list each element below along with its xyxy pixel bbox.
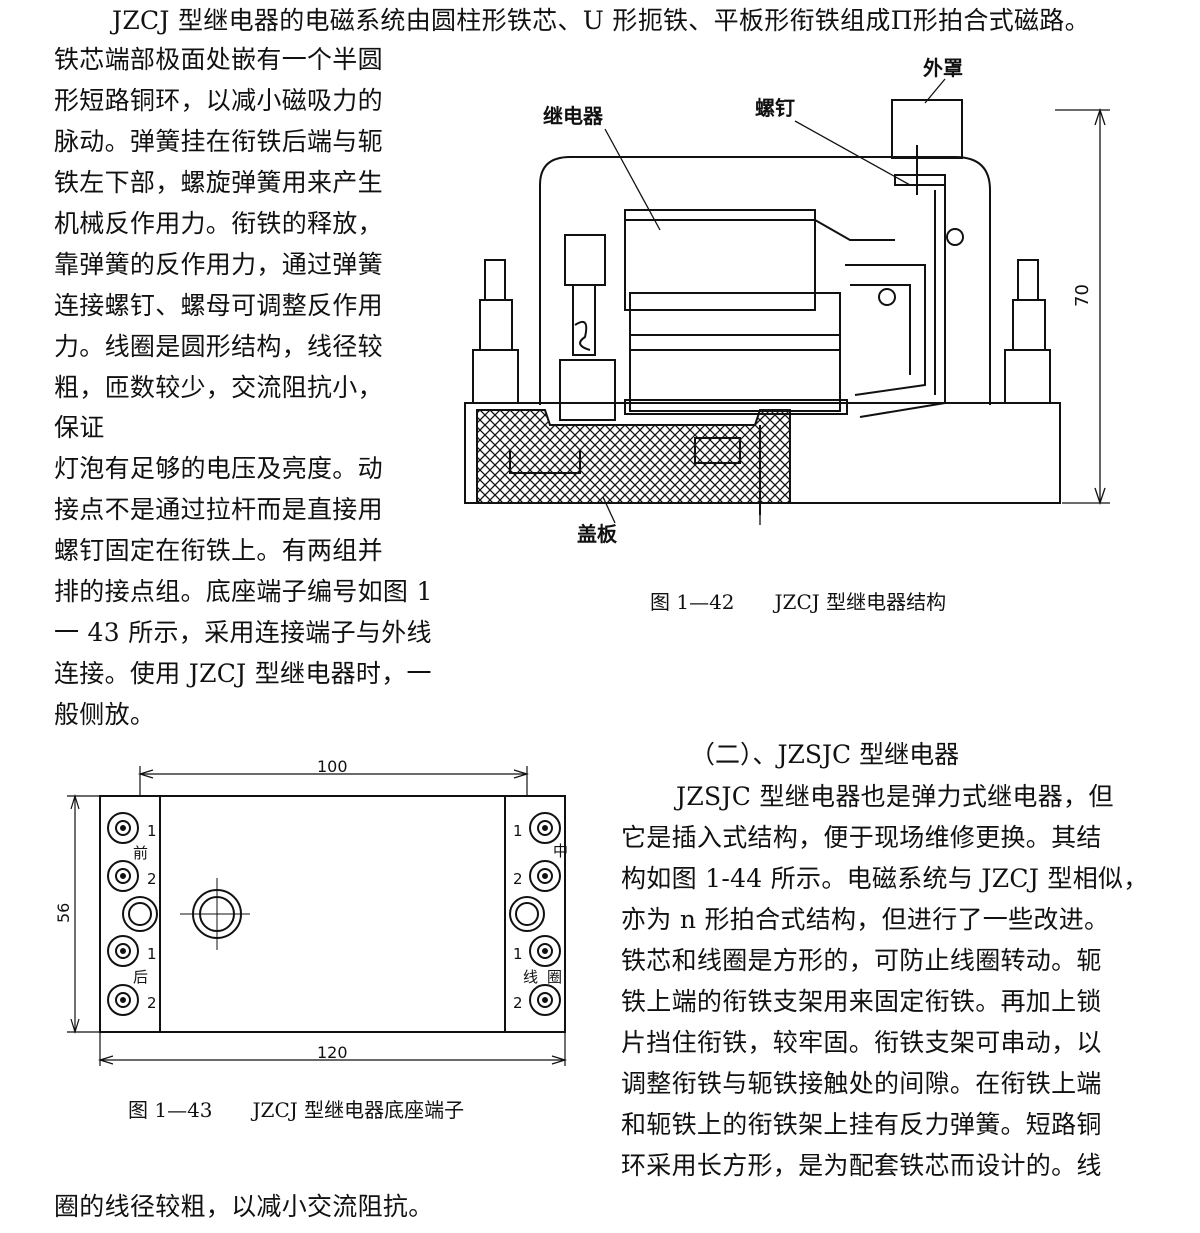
label-middle: 中 [553, 842, 568, 860]
yoke-outline [859, 177, 946, 418]
right-line: 铁芯和线圈是方形的，可防止线圈转动。轭 [621, 946, 1102, 975]
base-insulation-hatch [476, 409, 791, 504]
label-screw: 螺钉 [755, 96, 795, 120]
left-line: 般侧放。 [54, 700, 156, 729]
label-back: 后 [133, 968, 148, 986]
left-line: 灯泡有足够的电压及亮度。动 [54, 454, 383, 483]
label-cover-plate: 盖板 [577, 522, 618, 546]
left-terminal-strip [99, 795, 161, 1033]
terminal-num-left-1a: 1 [147, 822, 157, 840]
right-line: 片挡住衔铁，较牢固。衔铁支架可串动，以 [621, 1028, 1102, 1057]
left-line: 靠弹簧的反作用力，通过弹簧 [54, 250, 383, 279]
right-line: JZSJC 型继电器也是弹力式继电器，但 [676, 782, 1114, 811]
left-line: 铁左下部，螺旋弹簧用来产生 [54, 168, 383, 197]
final-text: 圈的线径较粗，以减小交流阻抗。 [54, 1192, 434, 1221]
terminal-num-left-2a: 2 [147, 870, 157, 888]
outer-cover-outline [539, 156, 991, 405]
terminal-num-left-1b: 1 [147, 945, 157, 963]
left-line: 接点不是通过拉杆而是直接用 [54, 495, 383, 524]
left-line: 连接。使用 JZCJ 型继电器时，一 [54, 659, 432, 688]
label-coil-b: 圈 [547, 968, 562, 986]
terminal-num-right-2b: 2 [513, 994, 523, 1012]
right-terminal-strip [504, 795, 566, 1033]
right-line: 构如图 1-44 所示。电磁系统与 JZCJ 型相似， [621, 864, 1149, 893]
right-line: 铁上端的衔铁支架用来固定衔铁。再加上锁 [621, 987, 1102, 1016]
dimension-56: 56 [55, 903, 73, 923]
section-heading: （二）、JZSJC 型继电器 [690, 740, 960, 769]
left-line: 机械反作用力。衔铁的释放， [54, 209, 383, 238]
figure-1-43-caption: 图 1—43 JZCJ 型继电器底座端子 [128, 1098, 465, 1122]
left-line: 连接螺钉、螺母可调整反作用 [54, 291, 383, 320]
left-line: 一 43 所示，采用连接端子与外线 [54, 618, 432, 647]
left-line: 排的接点组。底座端子编号如图 1 [54, 577, 433, 606]
left-line: 铁芯端部极面处嵌有一个半圆 [54, 45, 383, 74]
base-outline [99, 795, 566, 1033]
right-line: 它是插入式结构，便于现场维修更换。其结 [621, 823, 1102, 852]
cover-cap [891, 99, 963, 159]
relay-structure-figure: 外罩 螺钉 继电器 盖板 70 [464, 56, 1110, 546]
left-line: 螺钉固定在衔铁上。有两组并 [54, 536, 383, 565]
right-line: 调整衔铁与轭铁接触处的间隙。在衔铁上端 [621, 1069, 1102, 1098]
left-line: 保证 [54, 413, 105, 442]
dimension-120: 120 [317, 1043, 348, 1062]
label-coil-a: 线 [523, 968, 538, 986]
upper-coil-block [624, 209, 816, 311]
left-line: 力。线圈是圆形结构，线径较 [54, 332, 383, 361]
terminal-num-right-1a: 1 [513, 822, 523, 840]
terminal-num-right-1b: 1 [513, 945, 523, 963]
left-line: 脉动。弹簧挂在衔铁后端与轭 [54, 127, 383, 156]
right-line: 亦为 n 形拍合式结构，但进行了一些改进。 [621, 905, 1110, 934]
label-outer-cover: 外罩 [923, 56, 963, 80]
terminal-num-right-2a: 2 [513, 870, 523, 888]
left-line: 形短路铜环，以减小磁吸力的 [54, 86, 383, 115]
base-terminal-figure: 100 120 56 1 2 1 2 前 后 1 2 1 2 中 线 圈 [55, 757, 568, 1066]
intro-text: JZCJ 型继电器的电磁系统由圆柱形铁芯、U 形扼铁、平板形衔铁组成Π形拍合式磁… [112, 6, 1090, 35]
label-relay: 继电器 [543, 104, 604, 128]
terminal-num-left-2b: 2 [147, 994, 157, 1012]
dimension-100: 100 [317, 757, 348, 776]
lower-coil-block [629, 292, 841, 412]
label-front: 前 [133, 844, 148, 862]
right-line: 和轭铁上的衔铁架上挂有反力弹簧。短路铜 [621, 1110, 1102, 1139]
figure-1-42-caption: 图 1—42 JZCJ 型继电器结构 [650, 590, 947, 614]
right-line: 环采用长方形，是为配套铁芯而设计的。线 [621, 1151, 1102, 1180]
height-dimension-value: 70 [1072, 284, 1093, 307]
left-line: 粗，匝数较少，交流阻抗小， [54, 373, 383, 402]
